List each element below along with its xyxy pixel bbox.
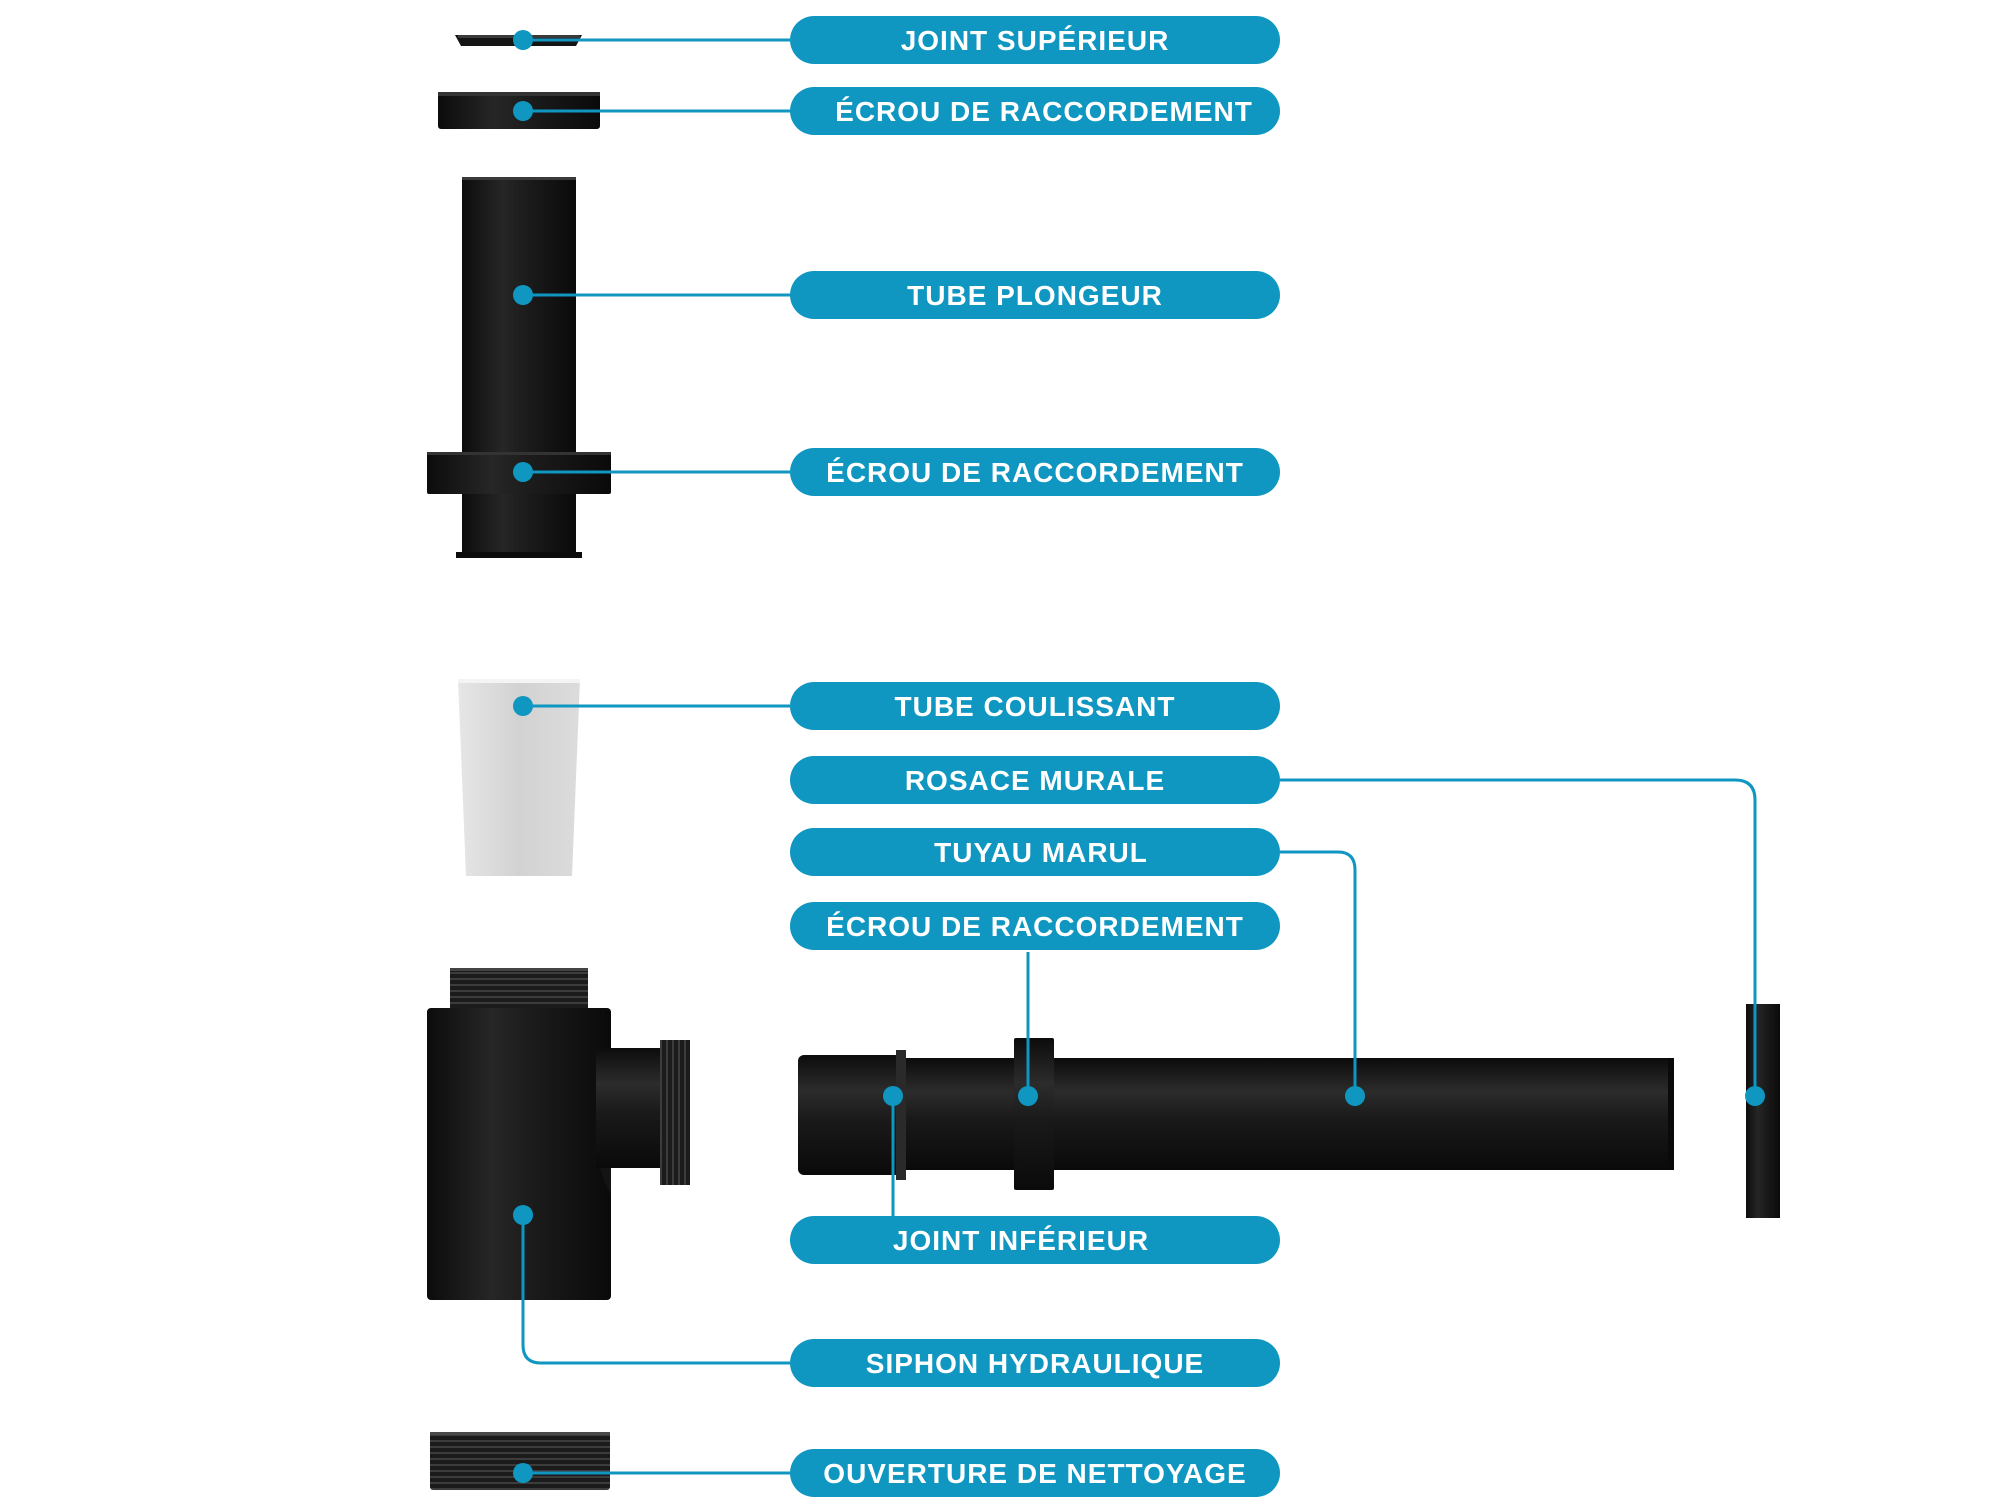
label-text-ecrou-raccordement-2: ÉCROU DE RACCORDEMENT	[826, 457, 1244, 488]
label-siphon-hydraulique: SIPHON HYDRAULIQUE	[790, 1339, 1280, 1387]
rosace-murale-part	[1746, 1004, 1780, 1218]
marker-dot-tube-coulissant	[513, 696, 533, 716]
label-joint-inferieur: JOINT INFÉRIEUR	[790, 1216, 1280, 1264]
marker-dot-ouverture-nettoyage	[513, 1463, 533, 1483]
label-text-ecrou-raccordement-3: ÉCROU DE RACCORDEMENT	[826, 911, 1244, 942]
label-tube-coulissant: TUBE COULISSANT	[790, 682, 1280, 730]
marker-dot-joint-inferieur	[883, 1086, 903, 1106]
tuyau-marul-part	[798, 1050, 1674, 1180]
label-rosace-murale: ROSACE MURALE	[790, 756, 1280, 804]
label-tube-plongeur: TUBE PLONGEUR	[790, 271, 1280, 319]
marker-dot-tuyau-marul	[1345, 1086, 1365, 1106]
label-text-tube-coulissant: TUBE COULISSANT	[895, 691, 1176, 722]
label-text-ecrou-raccordement-1: ÉCROU DE RACCORDEMENT	[835, 96, 1253, 127]
label-text-joint-inferieur: JOINT INFÉRIEUR	[893, 1225, 1149, 1256]
ecrou-raccordement-pipe-part	[1014, 1038, 1054, 1190]
siphon-hydraulique-part	[427, 968, 690, 1300]
label-text-rosace-murale: ROSACE MURALE	[905, 765, 1165, 796]
marker-dot-ecrou-top	[513, 101, 533, 121]
label-text-tuyau-marul: TUYAU MARUL	[934, 837, 1148, 868]
label-joint-superieur: JOINT SUPÉRIEUR	[790, 16, 1280, 64]
marker-dot-joint-superieur	[513, 30, 533, 50]
label-ecrou-raccordement-1: ÉCROU DE RACCORDEMENT	[790, 87, 1280, 135]
label-ecrou-raccordement-2: ÉCROU DE RACCORDEMENT	[790, 448, 1280, 496]
label-text-joint-superieur: JOINT SUPÉRIEUR	[901, 25, 1170, 56]
label-ouverture-nettoyage: OUVERTURE DE NETTOYAGE	[790, 1449, 1280, 1497]
label-tuyau-marul: TUYAU MARUL	[790, 828, 1280, 876]
ouverture-nettoyage-part	[430, 1432, 610, 1490]
label-text-tube-plongeur: TUBE PLONGEUR	[907, 280, 1163, 311]
label-ecrou-raccordement-3: ÉCROU DE RACCORDEMENT	[790, 902, 1280, 950]
marker-dot-siphon	[513, 1205, 533, 1225]
tube-coulissant-part	[458, 679, 580, 876]
marker-dot-ecrou-middle	[513, 462, 533, 482]
leader-line-tuyau-marul	[1280, 850, 1357, 1096]
marker-dot-ecrou-pipe	[1018, 1086, 1038, 1106]
label-text-siphon-hydraulique: SIPHON HYDRAULIQUE	[866, 1348, 1204, 1379]
tube-plongeur-part	[456, 177, 582, 558]
marker-dot-tube-plongeur	[513, 285, 533, 305]
leader-line-rosace-murale	[1280, 778, 1757, 1095]
label-text-ouverture-nettoyage: OUVERTURE DE NETTOYAGE	[823, 1458, 1246, 1489]
marker-dot-rosace-murale	[1745, 1086, 1765, 1106]
leader-line-siphon	[521, 1215, 790, 1365]
